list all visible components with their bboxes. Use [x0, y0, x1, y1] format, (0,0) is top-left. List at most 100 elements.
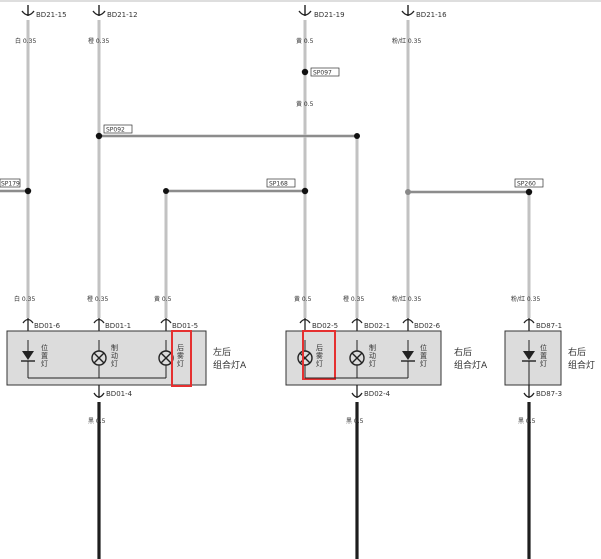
wire-label: 黑 0.5: [346, 418, 364, 425]
lamp-text-glyph: 雾: [316, 352, 323, 360]
splice-label-sp179: SP179: [1, 181, 20, 188]
wire-label: 橙 0.35: [88, 37, 109, 45]
component-name: 右后: [454, 346, 472, 358]
splice-sp179[interactable]: [24, 187, 32, 195]
component-name: 组合灯: [568, 359, 595, 371]
lamp-label-fog: 后雾灯: [177, 343, 184, 368]
wire-label: 橙 0.35: [87, 295, 108, 303]
pin-label: BD87-1: [536, 322, 562, 330]
splice-label-sp092: SP092: [106, 127, 125, 134]
lamp-text-glyph: 置: [420, 352, 427, 360]
splice-points: [24, 68, 533, 196]
wire-label: 黑 0.5: [88, 418, 106, 425]
pin-label: BD87-3: [536, 390, 562, 398]
lamp-text-glyph: 灯: [540, 359, 547, 368]
top-connectors: BD21-15 BD21-12 BD21-19 BD21-16: [21, 5, 447, 19]
component-pin-labels: BD01-6 BD01-1 BD01-5 BD02-5 BD02-1 BD02-…: [34, 322, 562, 330]
component-name: 组合灯A: [454, 359, 488, 371]
component-pin-arrows: [22, 318, 535, 331]
lamp-text-glyph: 后: [316, 343, 323, 352]
pin-label: BD02-6: [414, 322, 441, 330]
ground-wires: [97, 402, 531, 559]
pin-label: BD01-1: [105, 322, 131, 330]
lamp-text-glyph: 制: [369, 343, 376, 352]
splice-labels: SP097 SP092 SP179 SP168 SP260: [0, 67, 544, 188]
led-icon: [305, 340, 415, 379]
splice-label-sp260: SP260: [517, 181, 536, 188]
connector-bd21-12[interactable]: BD21-12: [92, 5, 138, 19]
lamp-label-brake: 制动灯: [369, 343, 376, 368]
bulb-icon: [349, 340, 365, 378]
lamp-label-fog: 后雾灯: [316, 343, 323, 368]
lamp-label-position: 位置灯: [41, 343, 48, 368]
connector-label: BD21-12: [107, 11, 138, 19]
connector-bd21-16[interactable]: BD21-16: [401, 5, 447, 19]
bulb-icon: [297, 340, 313, 378]
wire-label: 白 0.35: [15, 37, 36, 45]
component-name: 右后: [568, 346, 586, 358]
lamp-text-glyph: 灯: [41, 359, 48, 368]
wire-label: 黄 0.5: [296, 37, 314, 45]
ground-pin-labels: BD01-4 BD02-4 BD87-3: [106, 390, 562, 398]
wire-label: 粉/红 0.35: [511, 295, 540, 303]
component-right-rear-combo-lamp-a[interactable]: 后雾灯 制动灯 位置灯 右后 组合灯A: [285, 330, 488, 386]
led-icon: [21, 340, 99, 379]
connector-label: BD21-19: [314, 11, 345, 19]
lamp-text-glyph: 灯: [111, 359, 118, 368]
pin-label: BD01-6: [34, 322, 61, 330]
wire-label: 橙 0.35: [343, 295, 364, 303]
component-name: 组合灯A: [213, 359, 247, 371]
pin-label: BD02-1: [364, 322, 390, 330]
component-right-rear-combo-lamp[interactable]: 位置灯 右后 组合灯: [504, 330, 595, 386]
lamp-text-glyph: 灯: [369, 359, 376, 368]
wire-labels: 白 0.35 橙 0.35 黄 0.5 黄 0.5 粉/红 0.35 白 0.3…: [14, 37, 540, 303]
lamp-text-glyph: 位: [41, 343, 48, 352]
connector-bd21-15[interactable]: BD21-15: [21, 5, 67, 19]
connector-label: BD21-16: [416, 11, 447, 19]
lamp-text-glyph: 位: [420, 343, 427, 352]
splice-label-sp168: SP168: [269, 181, 288, 188]
lamp-text-glyph: 动: [369, 351, 376, 360]
pin-label: BD01-5: [172, 322, 198, 330]
wire-label: 粉/红 0.35: [392, 37, 421, 45]
splice-sp168-left: [163, 188, 169, 194]
splice-sp092-end: [354, 133, 360, 139]
lamp-text-glyph: 置: [540, 352, 547, 360]
splice-sp168[interactable]: [301, 187, 309, 195]
led-icon: [522, 340, 536, 385]
pin-label: BD02-5: [312, 322, 338, 330]
pin-label: BD01-4: [106, 390, 133, 398]
connector-label: BD21-15: [36, 11, 67, 19]
splice-sp092[interactable]: [95, 132, 103, 140]
lamp-text-glyph: 灯: [177, 359, 184, 368]
lamp-label-position: 位置灯: [540, 343, 547, 368]
wire-label: 白 0.35: [14, 295, 35, 303]
signal-wires: [0, 20, 531, 318]
component-left-rear-combo-lamp[interactable]: 位置灯 制动灯 后雾灯 左后 组合灯A: [6, 330, 247, 387]
wire-label: 黑 0.5: [518, 418, 536, 425]
lamp-text-glyph: 置: [41, 352, 48, 360]
lamp-text-glyph: 灯: [420, 359, 427, 368]
bulb-icon: [91, 340, 107, 378]
lamp-label-brake: 制动灯: [111, 343, 118, 368]
lamp-text-glyph: 雾: [177, 352, 184, 360]
wire-label: 黄 0.5: [294, 295, 312, 303]
splice-label-sp097: SP097: [313, 70, 332, 77]
splice-sp097[interactable]: [301, 68, 309, 76]
lamp-text-glyph: 动: [111, 351, 118, 360]
wire-label: 黄 0.5: [296, 100, 314, 108]
wire-label: 粉/红 0.35: [392, 295, 421, 303]
ground-wire-labels: 黑 0.5 黑 0.5 黑 0.5: [88, 418, 536, 425]
lamp-text-glyph: 后: [177, 343, 184, 352]
lamp-text-glyph: 位: [540, 343, 547, 352]
splice-sp260[interactable]: [525, 188, 533, 196]
component-name: 左后: [213, 346, 231, 358]
pin-label: BD02-4: [364, 390, 391, 398]
branch-centerlines: [0, 135, 529, 193]
lamp-text-glyph: 制: [111, 343, 118, 352]
connector-bd21-19[interactable]: BD21-19: [298, 5, 345, 19]
lamp-text-glyph: 灯: [316, 359, 323, 368]
splice-sp260-left: [405, 189, 411, 195]
lamp-label-position: 位置灯: [420, 343, 427, 368]
